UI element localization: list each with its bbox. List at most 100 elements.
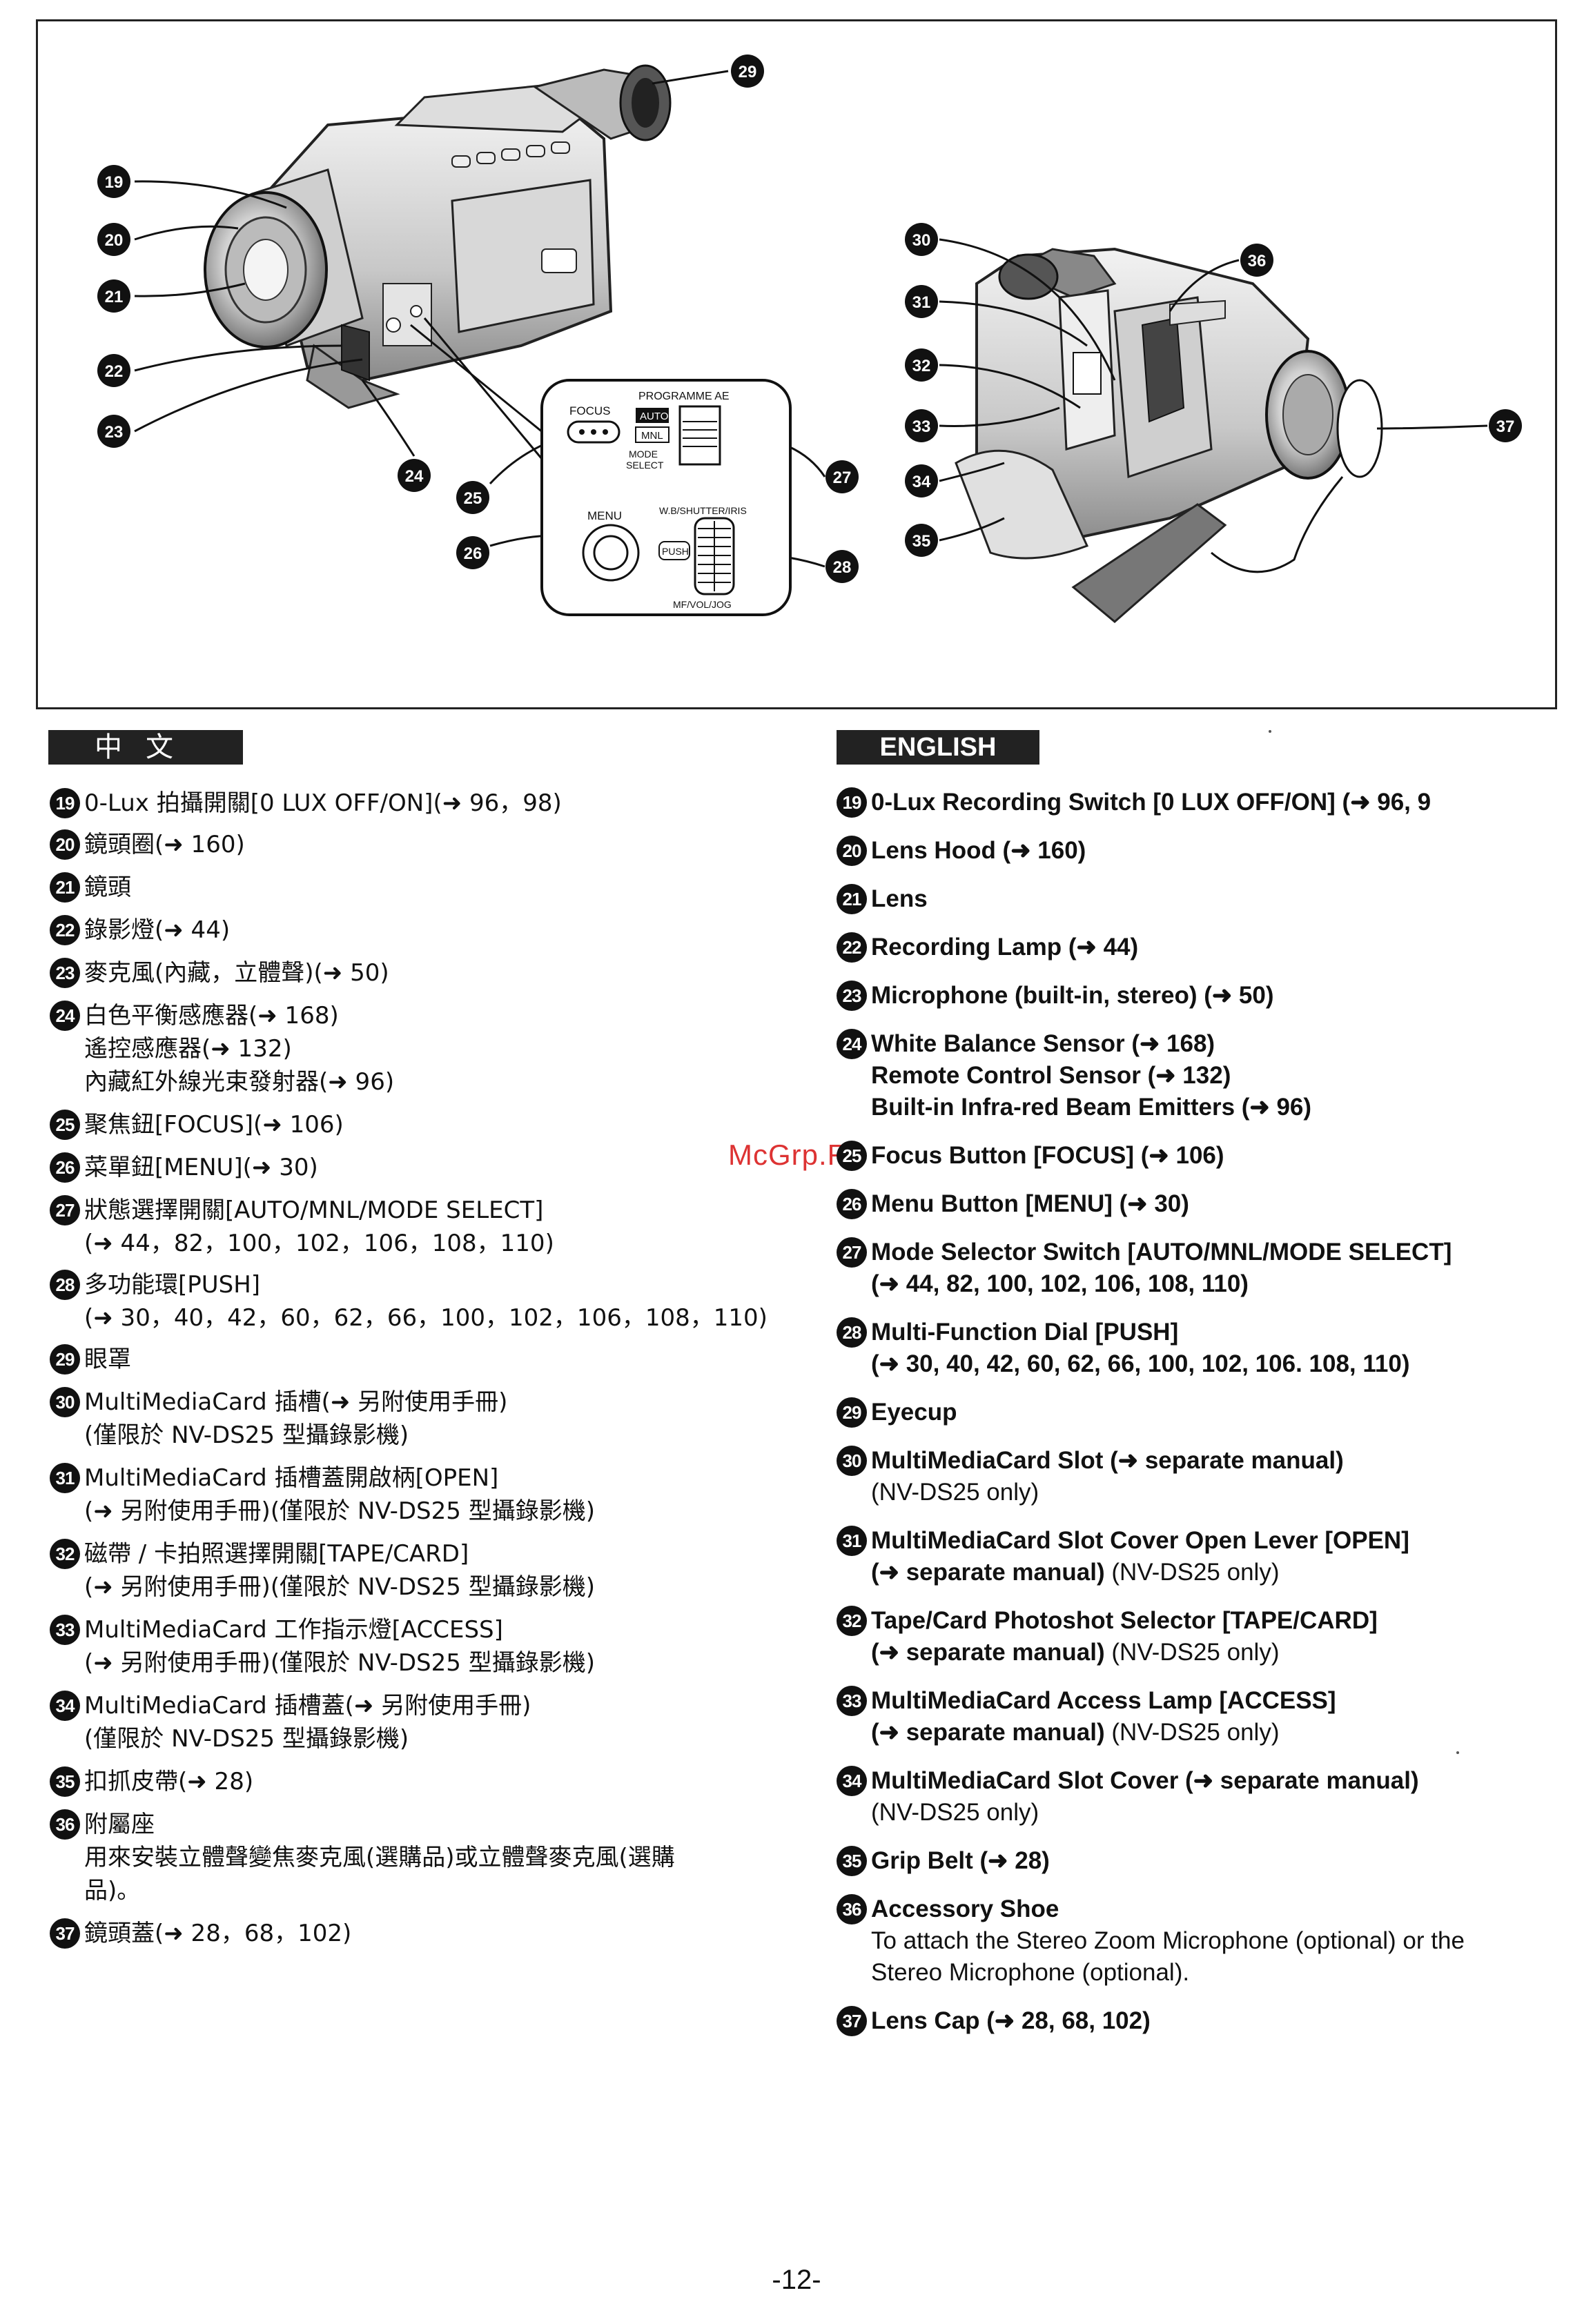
zh-item-title: 附屬座 [84, 1811, 155, 1838]
item-number-badge: 32 [50, 1539, 80, 1569]
item-number-badge: 25 [837, 1141, 867, 1171]
zh-item-title: 聚焦鈕[FOCUS](➜ 106) [84, 1111, 344, 1139]
auto-label: AUTO [640, 411, 668, 422]
en-detail-plain: Stereo Microphone (optional). [871, 1959, 1190, 1986]
right-camcorder-drawing [955, 247, 1383, 623]
en-detail-bold: (➜ 44, 82, 100, 102, 106, 108, 110) [871, 1270, 1249, 1297]
zh-item-title: 鏡頭蓋(➜ 28，68，102) [84, 1920, 352, 1947]
mode-select-label: MODE [629, 449, 658, 460]
en-item-detail: (➜ separate manual) (NV-DS25 only) [871, 1717, 1561, 1749]
callout-31: 31 [905, 285, 938, 318]
en-detail-plain: (NV-DS25 only) [871, 1479, 1039, 1506]
zh-item-detail: (➜ 另附使用手冊)(僅限於 NV-DS25 型攝錄影機) [84, 1497, 595, 1525]
en-detail-plain: To attach the Stereo Zoom Microphone (op… [871, 1927, 1465, 1954]
callout-34: 34 [905, 464, 938, 498]
callout-27: 27 [825, 460, 859, 493]
callout-23: 23 [97, 415, 130, 448]
zh-item-title: 白色平衡感應器(➜ 168) [84, 1002, 339, 1030]
item-number-badge: 27 [837, 1237, 867, 1268]
english-section-tag: ENGLISH [837, 730, 1039, 765]
en-detail-bold: (➜ 30, 40, 42, 60, 62, 66, 100, 102, 106… [871, 1350, 1410, 1377]
svg-text:19: 19 [105, 173, 124, 192]
item-number-badge: 34 [837, 1766, 867, 1796]
item-number-badge: 37 [50, 1918, 80, 1949]
mode-select-label-2: SELECT [626, 460, 664, 471]
callout-32: 32 [905, 348, 938, 382]
svg-text:22: 22 [105, 362, 124, 381]
en-item-title: Grip Belt (➜ 28) [871, 1847, 1050, 1874]
zh-item-detail: (➜ 另附使用手冊)(僅限於 NV-DS25 型攝錄影機) [84, 1573, 595, 1601]
item-number-badge: 22 [50, 915, 80, 945]
menu-label: MENU [587, 509, 622, 522]
svg-text:23: 23 [105, 423, 124, 442]
svg-text:32: 32 [912, 357, 931, 375]
svg-text:35: 35 [912, 532, 931, 551]
item-number-badge: 20 [50, 829, 80, 860]
callout-22: 22 [97, 354, 130, 387]
item-number-badge: 31 [837, 1526, 867, 1556]
en-item-title: MultiMediaCard Access Lamp [ACCESS] [871, 1687, 1336, 1714]
wb-shutter-iris-label: W.B/SHUTTER/IRIS [659, 505, 747, 516]
item-number-badge: 27 [50, 1195, 80, 1225]
en-detail-bold: (➜ separate manual) [871, 1719, 1105, 1746]
item-number-badge: 19 [837, 787, 867, 818]
item-number-badge: 32 [837, 1606, 867, 1636]
zh-item-detail: (➜ 30，40，42，60，62，66，100，102，106，108，110… [84, 1304, 768, 1332]
en-item-title: Focus Button [FOCUS] (➜ 106) [871, 1142, 1224, 1169]
en-item-title: Microphone (built-in, stereo) (➜ 50) [871, 982, 1274, 1009]
item-number-badge: 34 [50, 1691, 80, 1721]
zh-item-detail: (➜ 另附使用手冊)(僅限於 NV-DS25 型攝錄影機) [84, 1649, 595, 1677]
en-item-title: MultiMediaCard Slot (➜ separate manual) [871, 1447, 1344, 1474]
en-item-detail: (NV-DS25 only) [871, 1797, 1561, 1829]
item-number-badge: 28 [50, 1270, 80, 1300]
en-item-title: Accessory Shoe [871, 1895, 1059, 1922]
en-item-title: Tape/Card Photoshot Selector [TAPE/CARD] [871, 1607, 1378, 1634]
svg-text:21: 21 [105, 288, 124, 306]
callout-21: 21 [97, 279, 130, 313]
zh-item-title: MultiMediaCard 插槽(➜ 另附使用手冊) [84, 1388, 508, 1416]
en-item-title: Lens [871, 885, 928, 912]
zh-item-detail: (僅限於 NV-DS25 型攝錄影機) [84, 1421, 409, 1449]
stray-dot [1269, 730, 1271, 733]
en-detail-plain: (NV-DS25 only) [1104, 1719, 1280, 1746]
svg-text:28: 28 [833, 558, 852, 577]
en-item-title: Recording Lamp (➜ 44) [871, 934, 1139, 961]
zh-item-title: 狀態選擇開關[AUTO/MNL/MODE SELECT] [84, 1197, 544, 1224]
item-number-badge: 33 [837, 1686, 867, 1716]
zh-item-title: 鏡頭圈(➜ 160) [84, 831, 245, 858]
en-item-title: White Balance Sensor (➜ 168) [871, 1030, 1215, 1057]
en-item-title: Lens Cap (➜ 28, 68, 102) [871, 2007, 1151, 2034]
item-number-badge: 24 [837, 1029, 867, 1059]
en-item-detail: Remote Control Sensor (➜ 132) [871, 1060, 1561, 1092]
en-item-detail: (➜ separate manual) (NV-DS25 only) [871, 1557, 1561, 1588]
right-leader-lines [939, 238, 1488, 542]
callout-25: 25 [456, 481, 489, 514]
en-item-detail: To attach the Stereo Zoom Microphone (op… [871, 1925, 1561, 1957]
left-camcorder-drawing [204, 64, 672, 409]
mnl-label: MNL [641, 430, 663, 442]
svg-text:36: 36 [1248, 252, 1267, 270]
callout-37: 37 [1489, 409, 1522, 442]
zh-item-title: MultiMediaCard 插槽蓋(➜ 另附使用手冊) [84, 1692, 531, 1720]
item-number-badge: 25 [50, 1110, 80, 1140]
camcorder-figure: PROGRAMME AE FOCUS AUTO MNL MODE SELECT … [36, 19, 1557, 709]
